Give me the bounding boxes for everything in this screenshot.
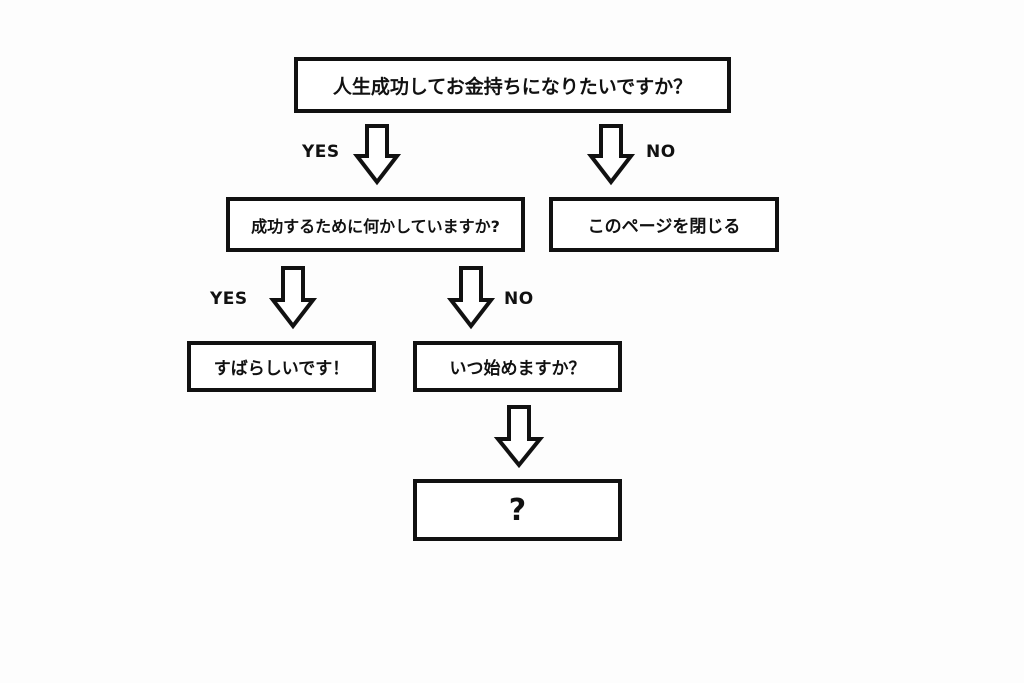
question-become-rich-node: 人生成功してお金持ちになりたいですか？	[294, 57, 731, 113]
yes-label: YES	[302, 142, 340, 162]
no-label: NO	[504, 289, 534, 309]
no-arrow-icon	[446, 266, 496, 330]
great-node: すばらしいです！	[187, 341, 376, 392]
unknown-answer-node: ?	[413, 479, 622, 541]
yes-arrow-icon	[268, 266, 318, 330]
close-page-node: このページを閉じる	[549, 197, 779, 252]
no-arrow-icon	[586, 124, 636, 186]
no-label: NO	[646, 142, 676, 162]
down-arrow-icon	[493, 405, 545, 469]
yes-arrow-icon	[352, 124, 402, 186]
question-doing-something-node: 成功するために何かしていますか?	[226, 197, 525, 252]
when-start-node: いつ始めますか？	[413, 341, 622, 392]
yes-label: YES	[210, 289, 248, 309]
